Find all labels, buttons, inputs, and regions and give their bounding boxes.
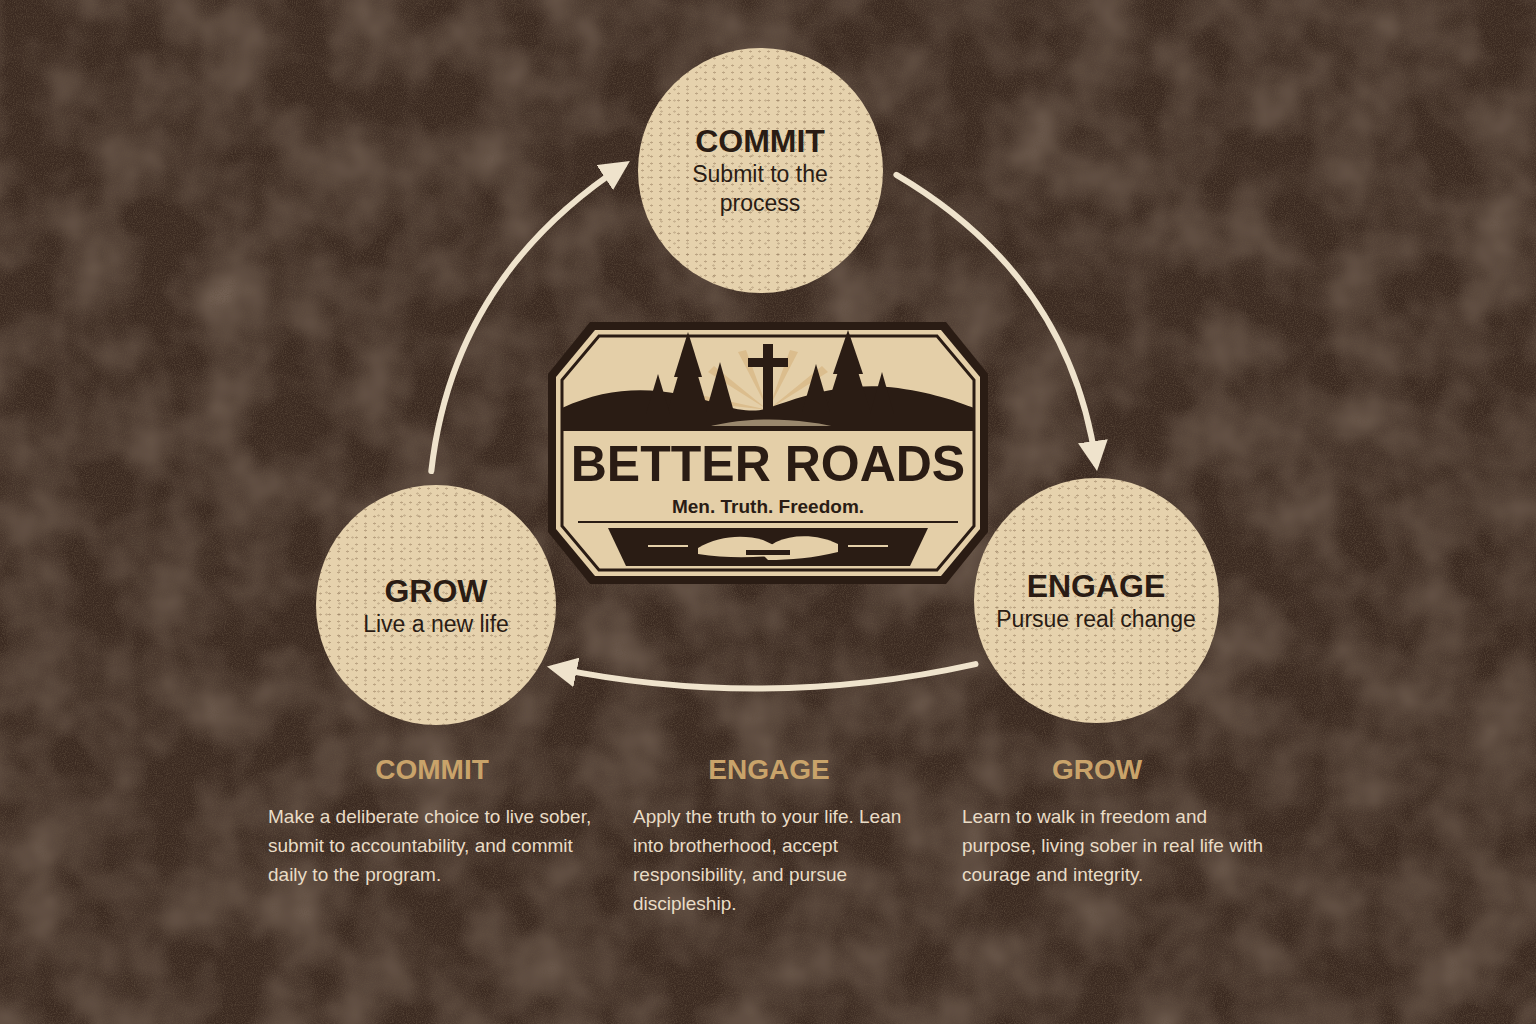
column-heading: GROW: [1052, 754, 1142, 786]
logo-badge: BETTER ROADS Men. Truth. Freedom.: [548, 322, 988, 584]
handshake-panel: [608, 528, 928, 566]
step-subtitle: Submit to the process: [658, 160, 863, 218]
step-subtitle: Live a new life: [363, 610, 509, 639]
cross-upright: [763, 344, 773, 414]
tag-rule: [578, 521, 958, 523]
handshake: [698, 536, 838, 560]
brand-tagline: Men. Truth. Freedom.: [548, 496, 988, 518]
brand-name: BETTER ROADS: [548, 436, 988, 492]
step-title: ENGAGE: [1027, 567, 1166, 605]
badge-emblem: [548, 322, 988, 584]
band-rule: [562, 426, 974, 431]
step-title: GROW: [384, 572, 487, 610]
column-body: Apply the truth to your life. Lean into …: [633, 802, 933, 918]
panel-line: [648, 545, 688, 547]
cycle-arrow: [431, 165, 623, 471]
step-circle: COMMITSubmit to the process: [638, 48, 883, 293]
step-title: COMMIT: [695, 122, 825, 160]
column-heading: ENGAGE: [708, 754, 829, 786]
cross-beam: [748, 358, 788, 367]
column-body: Make a deliberate choice to live sober, …: [268, 802, 604, 889]
panel-line: [848, 545, 888, 547]
pine-trees: [646, 330, 894, 414]
badge-outline: [548, 322, 988, 584]
step-circle: ENGAGEPursue real change: [974, 478, 1219, 723]
step-subtitle: Pursue real change: [996, 605, 1195, 634]
step-circle: GROWLive a new life: [316, 485, 556, 725]
cycle-arrow: [896, 175, 1096, 464]
column-heading: COMMIT: [375, 754, 489, 786]
column-body: Learn to walk in freedom and purpose, li…: [962, 802, 1282, 889]
cycle-arrow: [554, 664, 975, 688]
